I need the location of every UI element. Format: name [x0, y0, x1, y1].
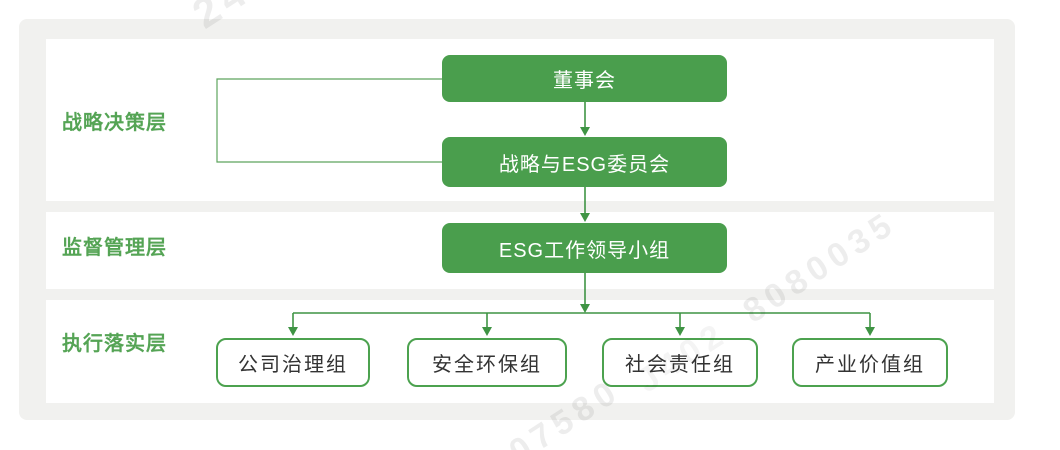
- node-group-industry-value: 产业价值组: [792, 338, 948, 387]
- arrowhead-icon: [580, 127, 590, 136]
- arrowhead-icon: [580, 304, 590, 313]
- node-board: 董事会: [442, 55, 727, 102]
- layer-label-execution: 执行落实层: [62, 333, 167, 355]
- node-esg-committee: 战略与ESG委员会: [442, 137, 727, 187]
- arrowhead-icon: [865, 327, 875, 336]
- node-group-safety-environment: 安全环保组: [407, 338, 567, 387]
- bracket-line: [216, 78, 442, 163]
- arrowhead-icon: [482, 327, 492, 336]
- layer-label-supervision: 监督管理层: [62, 237, 167, 259]
- arrowhead-icon: [288, 327, 298, 336]
- arrowhead-icon: [580, 213, 590, 222]
- node-esg-leading-group: ESG工作领导小组: [442, 223, 727, 273]
- arrowhead-icon: [675, 327, 685, 336]
- node-group-corporate-governance: 公司治理组: [216, 338, 370, 387]
- node-group-social-responsibility: 社会责任组: [602, 338, 758, 387]
- layer-label-strategic: 战略决策层: [62, 112, 167, 134]
